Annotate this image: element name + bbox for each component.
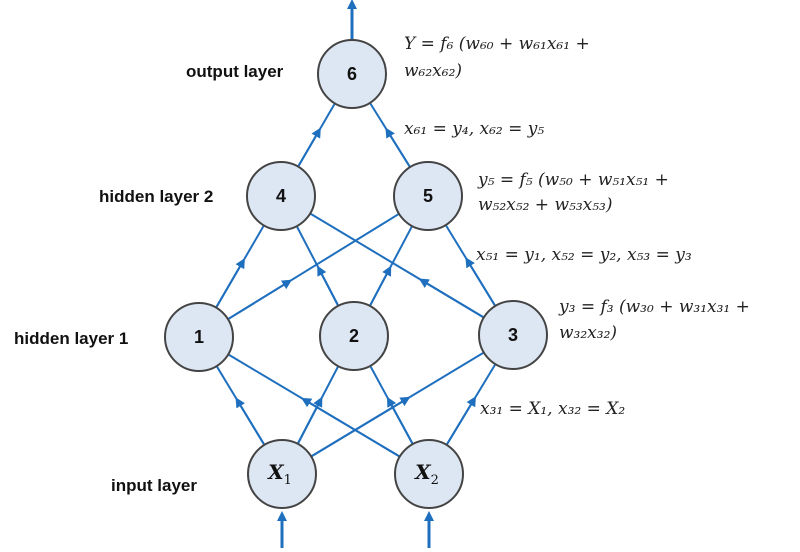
- node-4-label: 4: [276, 186, 286, 206]
- edge-arrow-1-to-4: [215, 258, 245, 309]
- node-x2-letter: X: [413, 460, 432, 484]
- node-2-label: 2: [349, 326, 359, 346]
- node-x2-subscript: 2: [431, 473, 439, 488]
- edge-arrow-x1-to-1: [235, 397, 266, 446]
- edge-arrow-x2-to-3: [445, 396, 477, 446]
- nodes: [164, 39, 548, 509]
- equation-6-line-1: Y = f₆ (w₆₀ + w₆₁x₆₁ +: [404, 34, 590, 54]
- node-x1-subscript: 1: [284, 473, 292, 488]
- equation-5-line-1: y₅ = f₅ (w₅₀ + w₅₁x₅₁ +: [477, 170, 669, 190]
- edge-arrow-5-to-6: [385, 127, 411, 168]
- edge-arrow-1-to-5: [227, 279, 293, 321]
- node-3-label: 3: [508, 325, 518, 345]
- layer-label-hidden-2: hidden layer 2: [99, 187, 213, 206]
- edges: [215, 0, 497, 548]
- node-x2: [394, 439, 464, 509]
- equation-6-line-2: w₆₂x₆₂): [404, 61, 462, 81]
- edge-arrow-x2-to-2: [386, 396, 414, 445]
- node-5: [393, 161, 463, 231]
- node-x1-letter: X: [266, 460, 285, 484]
- layer-label-hidden-1: hidden layer 1: [14, 329, 128, 348]
- edge-arrow-x2-to-1: [301, 397, 401, 458]
- node-x2-label: X2: [413, 460, 439, 488]
- node-2: [319, 301, 389, 371]
- edge-arrow-3-to-5: [465, 257, 497, 307]
- edge-arrow-2-to-4: [317, 265, 340, 307]
- edge-arrow-2-to-5: [369, 265, 392, 307]
- equation-3-line-2: w₃₂x₃₂): [559, 323, 617, 343]
- node-1-label: 1: [194, 327, 204, 347]
- edge-arrow-x1-to-3: [310, 396, 411, 458]
- edge-arrow-x1-to-2: [296, 396, 323, 445]
- node-5-label: 5: [423, 186, 433, 206]
- node-4: [246, 161, 316, 231]
- node-x1: [247, 439, 317, 509]
- edge-arrow-4-to-6: [297, 127, 321, 168]
- edge-arrow-3-to-4: [418, 278, 485, 319]
- node-6-label: 6: [347, 64, 357, 84]
- equation-5-inputs: x₅₁ = y₁, x₅₂ = y₂, x₅₃ = y₃: [476, 245, 692, 265]
- node-6: [317, 39, 387, 109]
- node-1: [164, 302, 234, 372]
- layer-label-input: input layer: [111, 476, 197, 495]
- equation-6-inputs: x₆₁ = y₄, x₆₂ = y₅: [404, 119, 544, 139]
- equation-3-inputs: x₃₁ = X₁, x₃₂ = X₂: [480, 399, 625, 419]
- node-3: [478, 300, 548, 370]
- layer-label-output: output layer: [186, 62, 284, 81]
- equation-3-line-1: y₃ = f₃ (w₃₀ + w₃₁x₃₁ +: [558, 297, 750, 317]
- equation-5-line-2: w₅₂x₅₂ + w₅₃x₅₃): [478, 195, 612, 215]
- node-x1-label: X1: [266, 460, 292, 488]
